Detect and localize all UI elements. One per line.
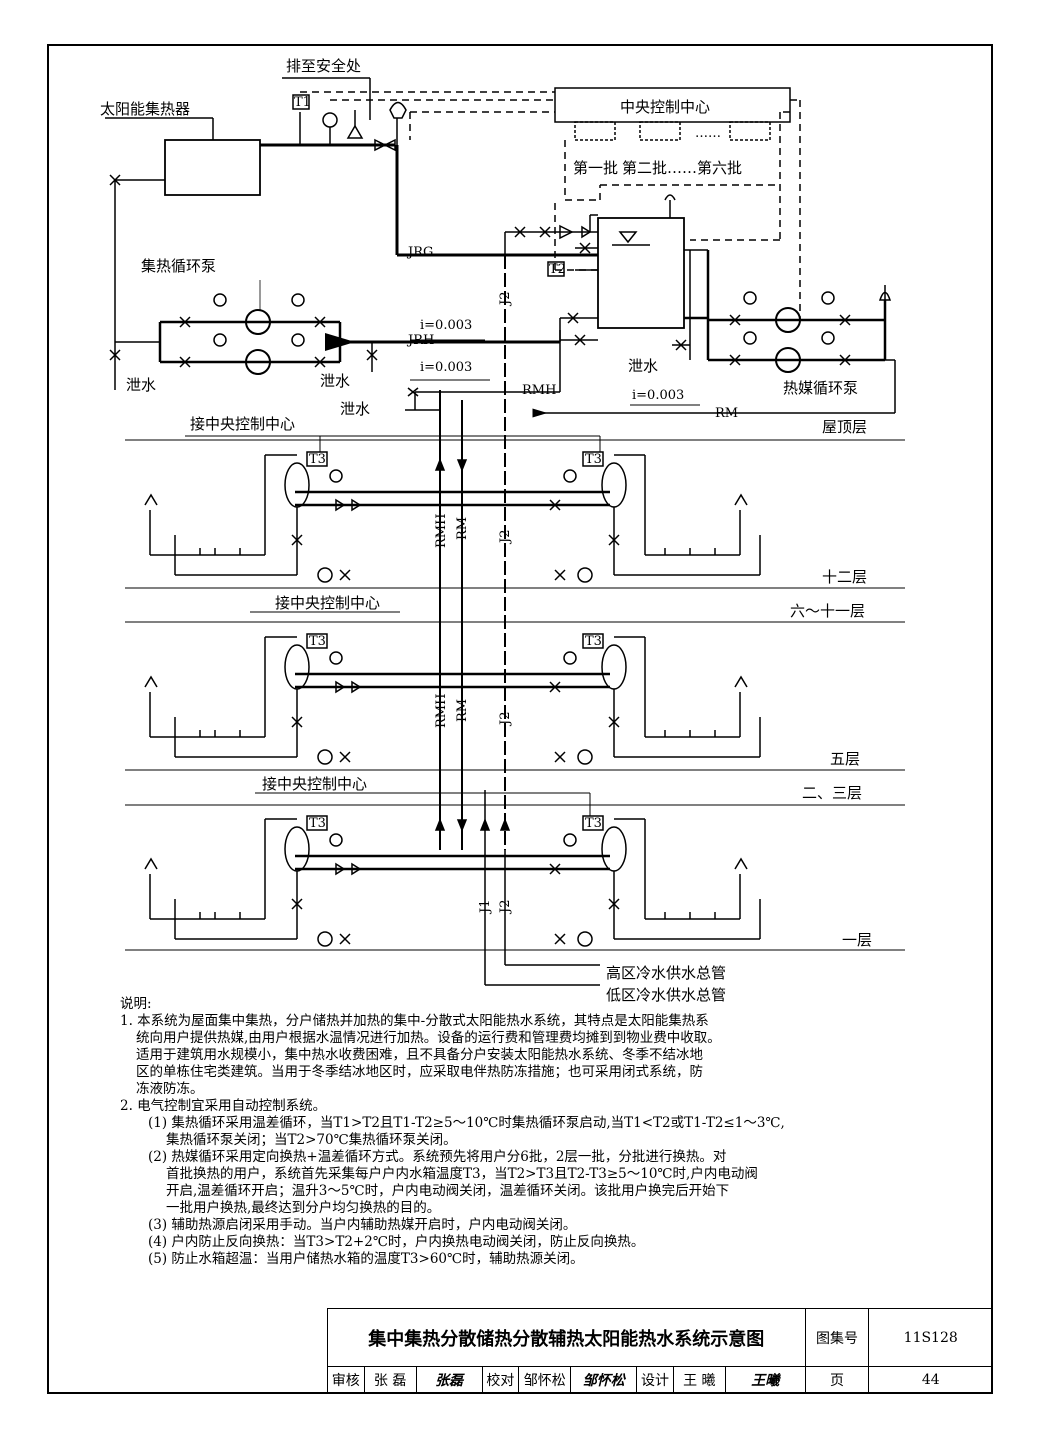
floor-unit-12 <box>144 451 761 583</box>
t1-label: T1 <box>294 95 311 110</box>
slope-label-3: i=0.003 <box>632 388 685 403</box>
slope-label-2: i=0.003 <box>420 360 473 375</box>
t3-label-3: T3 <box>309 634 326 649</box>
note-1-line: 适用于建筑用水规模小，集中热水收费困难，且不具备分户安装太阳能热水系统、冬季不结… <box>136 1047 703 1063</box>
note-2-2-line: 开启,温差循环开启；温升3～5℃时，户内电动阀关闭，温差循环关闭。该批用户换完后… <box>166 1183 730 1199</box>
review-label: 审核 <box>327 1366 365 1394</box>
jrh-label: JRH <box>408 333 435 348</box>
drawing-title: 集中集热分散储热分散辅热太阳能热水系统示意图 <box>327 1308 806 1367</box>
design-label: 设计 <box>636 1366 674 1394</box>
note-1-line: 1. 本系统为屋面集中集热，分户储热并加热的集中-分散式太阳能热水系统，其特点是… <box>120 1013 709 1029</box>
notes-section: 说明: 1. 本系统为屋面集中集热，分户储热并加热的集中-分散式太阳能热水系统，… <box>120 996 950 1268</box>
note-2-line: 2. 电气控制宜采用自动控制系统。 <box>120 1098 327 1114</box>
j2-label-1: J2 <box>498 291 513 305</box>
central-control-label: 中央控制中心 <box>620 98 711 116</box>
collector-label: 太阳能集热器 <box>100 100 191 118</box>
title-block: 集中集热分散储热分散辅热太阳能热水系统示意图 图集号 11S128 审核 张 磊… <box>327 1308 993 1394</box>
designer-signature: 王曦 <box>724 1366 806 1394</box>
note-2-3: (3) 辅助热源启闭采用手动。当户内辅助热媒开启时，户内电动阀关闭。 <box>148 1217 577 1233</box>
note-2-2-line: (2) 热媒循环采用定向换热+温差循环方式。系统预先将用户分6批，2层一批，分批… <box>148 1149 727 1165</box>
floor5-label: 五层 <box>830 750 861 768</box>
floor1-label: 一层 <box>842 931 873 949</box>
page-label: 页 <box>804 1366 870 1394</box>
rm-riser-label-2: RM <box>455 698 470 722</box>
rm-label: RM <box>715 406 739 421</box>
reviewer-name: 张 磊 <box>363 1366 417 1394</box>
drain-label-1: 泄水 <box>126 376 157 394</box>
batch2-label: 第二批……第六批 <box>622 159 743 177</box>
rmh-riser-label-1: RMH <box>434 513 449 548</box>
atlas-number: 11S128 <box>868 1308 993 1367</box>
note-2-5: (5) 防止水箱超温：当用户储热水箱的温度T3>60℃时，辅助热源关闭。 <box>148 1251 584 1267</box>
solar-collector <box>164 139 261 196</box>
note-1-line: 冻液防冻。 <box>136 1081 204 1097</box>
floor12-label: 十二层 <box>822 568 868 586</box>
heat-medium-pump-label: 热媒循环泵 <box>783 379 859 397</box>
to-central-label-2: 接中央控制中心 <box>275 594 381 612</box>
note-2-1-line: (1) 集热循环采用温差循环，当T1>T2且T1-T2≥5～10℃时集热循环泵启… <box>148 1115 785 1131</box>
note-1-line: 区的单栋住宅类建筑。当用于冬季结冰地区时，应采取电伴热防冻措施；也可采用闭式系统… <box>136 1064 703 1080</box>
reviewer-signature: 张磊 <box>415 1366 483 1394</box>
atlas-label: 图集号 <box>804 1308 870 1367</box>
t3-label-2: T3 <box>585 452 602 467</box>
t3-label-5: T3 <box>309 816 326 831</box>
jrg-label: JRG <box>408 245 434 260</box>
t2-label: T2 <box>549 262 566 277</box>
note-2-4: (4) 户内防止反向换热：当T3>T2+2℃时，户内换热电动阀关闭，防止反向换热… <box>148 1234 645 1250</box>
j2-label-4: J2 <box>498 899 513 913</box>
t3-label-4: T3 <box>585 634 602 649</box>
j2-label-2: J2 <box>498 529 513 543</box>
high-zone-label: 高区冷水供水总管 <box>606 964 727 982</box>
to-central-label-3: 接中央控制中心 <box>262 775 368 793</box>
floor2-3-label: 二、三层 <box>802 784 863 802</box>
drain-label-2: 泄水 <box>320 372 351 390</box>
note-1-line: 统向用户提供热媒,由用户根据水温情况进行加热。设备的运行费和管理费均摊到到物业费… <box>136 1030 721 1046</box>
dots-label: …… <box>695 126 721 141</box>
j1-label: J1 <box>478 899 493 913</box>
t3-label-1: T3 <box>309 452 326 467</box>
roof-label: 屋顶层 <box>822 418 868 436</box>
note-2-2-line: 一批用户换热,最终达到分户均匀换热的目的。 <box>166 1200 441 1216</box>
rm-riser-label-1: RM <box>455 516 470 540</box>
note-2-1-line: 集热循环泵关闭；当T2>70℃集热循环泵关闭。 <box>166 1132 457 1148</box>
checker-name: 邹怀松 <box>518 1366 572 1394</box>
to-central-label-1: 接中央控制中心 <box>190 415 296 433</box>
j2-label-3: J2 <box>498 711 513 725</box>
vent-label: 排至安全处 <box>286 57 362 75</box>
collector-pump-label: 集热循环泵 <box>141 257 217 275</box>
low-zone-label: 低区冷水供水总管 <box>606 986 727 1004</box>
notes-heading: 说明: <box>120 996 152 1012</box>
check-label: 校对 <box>481 1366 520 1394</box>
batch1-label: 第一批 <box>573 159 619 177</box>
t3-label-6: T3 <box>585 816 602 831</box>
designer-name: 王 曦 <box>672 1366 726 1394</box>
page-number: 44 <box>868 1366 993 1394</box>
checker-signature: 邹怀松 <box>570 1366 638 1394</box>
note-2-2-line: 首批换热的用户，系统首先采集每户户内水箱温度T3，当T2>T3且T2-T3≥5～… <box>166 1166 758 1182</box>
slope-label-1: i=0.003 <box>420 318 473 333</box>
floor6-11-label: 六～十一层 <box>790 602 866 620</box>
drain-label-3: 泄水 <box>340 400 371 418</box>
drain-label-4: 泄水 <box>628 357 659 375</box>
rmh-riser-label-2: RMH <box>434 693 449 728</box>
storage-tank <box>597 217 685 329</box>
rmh-label: RMH <box>522 383 557 398</box>
